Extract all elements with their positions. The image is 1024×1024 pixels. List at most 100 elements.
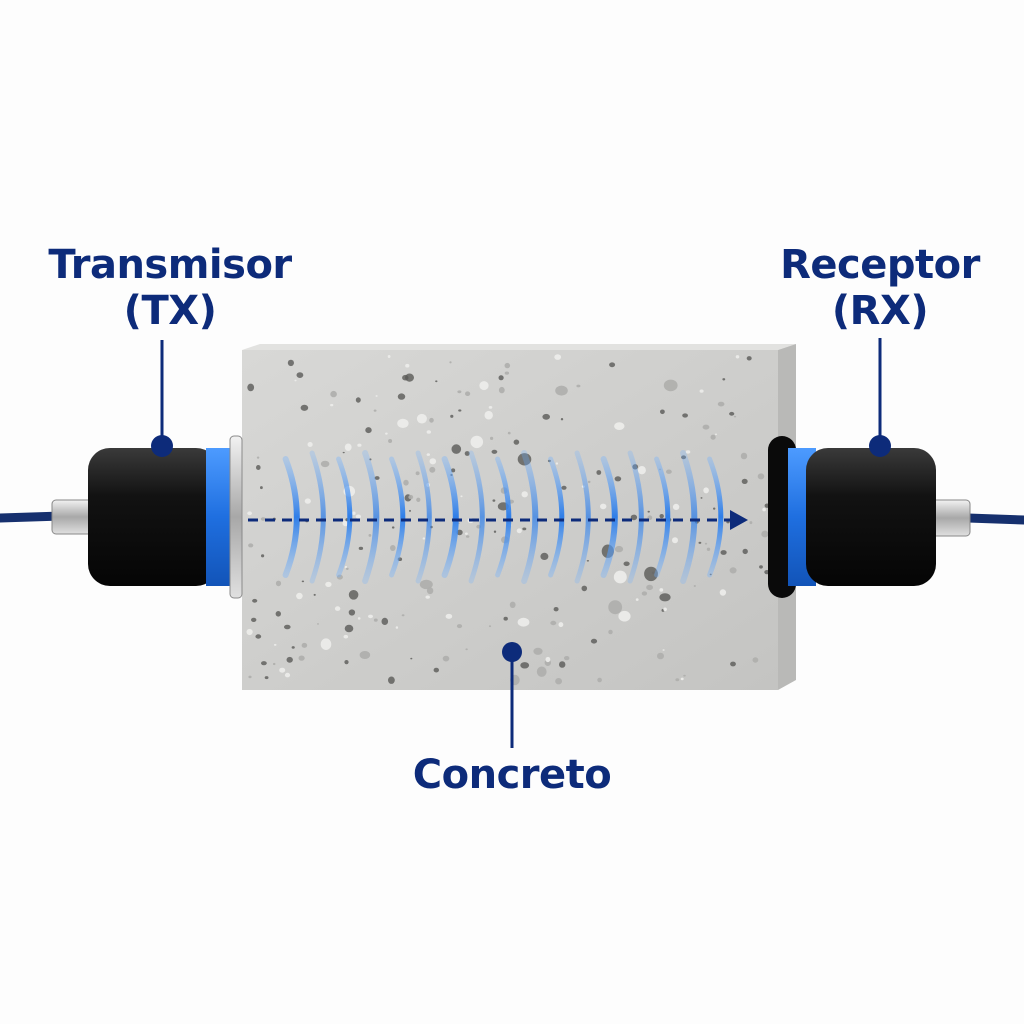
tx-leader-dot [151, 435, 173, 457]
rx-leader [869, 338, 891, 457]
concrete-pore [759, 565, 763, 569]
concrete-pore [504, 362, 511, 369]
concrete-top-face [242, 344, 796, 350]
concrete-pore [365, 427, 372, 434]
concrete-pore [614, 476, 622, 482]
concrete-pore [408, 494, 414, 500]
concrete-pore [659, 593, 671, 602]
concrete-pore [374, 476, 380, 480]
concrete-pore [284, 624, 291, 630]
concrete-pore [298, 655, 305, 661]
concrete-pore [614, 422, 625, 430]
tx-connector [51, 499, 93, 535]
concrete-pore [672, 503, 680, 510]
concrete-pore [248, 675, 252, 679]
concrete-pore [722, 378, 726, 381]
concrete-pore [279, 667, 286, 673]
concrete-pore [456, 624, 463, 629]
concrete-pore [375, 395, 378, 397]
concrete-pore [320, 460, 330, 468]
concrete-pore [597, 677, 602, 683]
concrete-pore [442, 655, 450, 662]
concrete-pore [590, 638, 598, 644]
transmitter-label: Transmisor (TX) [30, 242, 310, 334]
concrete-pore [260, 486, 263, 490]
concrete-pore [561, 485, 567, 490]
tx-blue-band [206, 448, 232, 586]
concrete-pore [246, 628, 253, 636]
concrete-pore [540, 552, 549, 561]
concrete-pore [663, 379, 678, 392]
concrete-pore [560, 418, 564, 421]
concrete-pore [373, 618, 378, 622]
concrete-pore [733, 415, 737, 418]
concrete-pore [387, 355, 391, 358]
rx-transducer [768, 436, 971, 598]
concrete-pore [273, 643, 277, 646]
concrete-pore [296, 592, 303, 600]
concrete-pore [683, 674, 686, 677]
concrete-pore [330, 403, 334, 407]
concrete-pore [247, 511, 253, 516]
concrete-pore [729, 411, 735, 416]
concrete-pore [344, 565, 348, 569]
concrete-pore [429, 466, 436, 473]
wave-arc [309, 450, 326, 584]
concrete-pore [320, 638, 332, 650]
concrete-pore [301, 642, 308, 648]
concrete-pore [608, 629, 613, 635]
concrete-pore [359, 651, 371, 659]
concrete-pore [517, 617, 530, 627]
concrete-pore [342, 451, 345, 454]
concrete-pore [657, 652, 664, 660]
concrete-pore [426, 453, 430, 456]
concrete-pore [730, 661, 736, 667]
concrete-pore [555, 678, 562, 685]
concrete-pore [635, 598, 639, 601]
concrete-pore [355, 397, 361, 403]
concrete-pore [762, 507, 766, 512]
concrete-pore [749, 521, 753, 525]
concrete-pore [558, 622, 564, 628]
concrete-pore [415, 471, 420, 476]
concrete-pore [735, 355, 740, 359]
receiver-label: Receptor (RX) [760, 242, 1000, 334]
concrete-pores [246, 354, 770, 686]
concrete-pore [646, 584, 653, 591]
concrete-pore [533, 647, 543, 655]
concrete-pore [536, 666, 547, 677]
concrete-pore [465, 391, 471, 397]
concrete-pore [666, 469, 672, 474]
concrete-leader-dot [502, 642, 522, 662]
concrete-pore [576, 384, 581, 388]
concrete-pore [520, 662, 530, 669]
rx-cable [963, 513, 1024, 525]
concrete-pore [659, 514, 664, 519]
concrete-pore [647, 510, 650, 513]
concrete-pore [256, 456, 260, 459]
concrete-pore [703, 487, 709, 494]
concrete-pore [255, 634, 262, 639]
concrete-pore [287, 359, 294, 367]
concrete-pore [301, 580, 305, 583]
wave-arc [548, 456, 565, 578]
concrete-pore [513, 439, 520, 445]
concrete-pore [275, 580, 282, 587]
concrete-pore [503, 616, 508, 621]
concrete-pore [746, 356, 752, 361]
concrete-pore [355, 514, 361, 519]
concrete-pore [252, 598, 258, 603]
wave-arc [707, 456, 724, 578]
concrete-pore [395, 626, 399, 629]
concrete-pore [555, 462, 559, 465]
concrete-pore [346, 567, 349, 570]
transmitter-label-line2: (TX) [123, 288, 217, 334]
concrete-pore [449, 361, 452, 364]
concrete-pore [419, 579, 433, 590]
tx-transducer [51, 435, 243, 599]
concrete-pore [264, 676, 269, 680]
concrete-pore [416, 413, 427, 424]
concrete-pore [317, 623, 319, 625]
